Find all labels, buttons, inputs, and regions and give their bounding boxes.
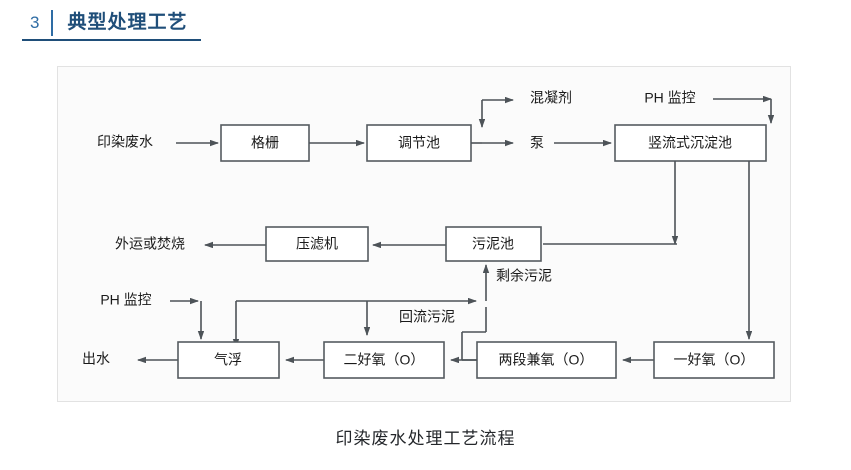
label-influent: 印染废水	[97, 134, 153, 150]
node-flotation	[177, 341, 280, 379]
node-sludgepool-label: 污泥池	[472, 236, 514, 252]
node-aerobic1	[653, 341, 775, 379]
label-ph-top: PH 监控	[644, 90, 695, 106]
label-excess-sludge: 剩余污泥	[496, 268, 552, 284]
label-return-sludge: 回流污泥	[399, 309, 455, 325]
node-anoxic2-label: 两段兼氧（O）	[499, 352, 594, 368]
node-settler-label: 竖流式沉淀池	[648, 135, 732, 151]
node-flotation-label: 气浮	[214, 352, 242, 368]
label-coagulant: 混凝剂	[530, 90, 572, 106]
header-divider	[51, 10, 54, 36]
node-aerobic2	[323, 341, 445, 379]
node-grit	[220, 124, 310, 162]
process-flow-diagram: 印染废水 格栅 调节池 混凝剂 泵 PH 监控	[82, 90, 775, 379]
node-grit-label: 格栅	[251, 135, 279, 151]
label-ph-bottom: PH 监控	[100, 292, 151, 308]
diagram-panel: 印染废水 格栅 调节池 混凝剂 泵 PH 监控	[57, 66, 791, 402]
node-settler	[614, 124, 767, 162]
node-filterpress-label: 压滤机	[296, 236, 338, 252]
node-anoxic2	[476, 341, 617, 379]
section-number: 3	[30, 13, 40, 32]
label-disposal: 外运或焚烧	[115, 236, 185, 252]
node-aerobic1-label: 一好氧（O）	[674, 352, 755, 368]
label-effluent: 出水	[82, 351, 110, 367]
page-title: 典型处理工艺	[67, 12, 188, 33]
node-sludgepool	[445, 226, 542, 262]
label-pump: 泵	[530, 135, 544, 151]
node-aerobic2-label: 二好氧（O）	[344, 352, 425, 368]
node-filterpress	[265, 226, 369, 262]
node-regulate-label: 调节池	[398, 135, 440, 151]
figure-caption: 印染废水处理工艺流程	[335, 429, 516, 448]
section-header: 3 典型处理工艺	[22, 10, 202, 41]
